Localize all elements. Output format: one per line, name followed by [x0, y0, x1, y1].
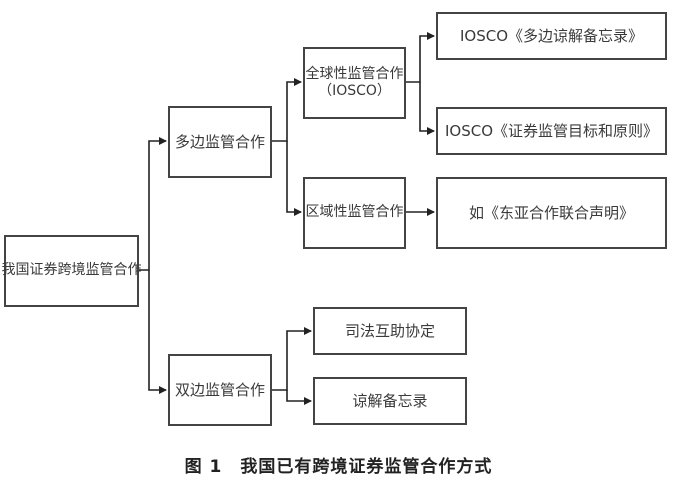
node-bilateral-label: 双边监管合作 [174, 380, 265, 399]
node-judicial: 司法互助协定 [313, 307, 467, 355]
node-root: 我国证券跨境监管合作 [1, 235, 142, 307]
node-east-asia: 如《东亚合作联合声明》 [436, 177, 667, 249]
node-east-asia-label: 如《东亚合作联合声明》 [468, 203, 634, 222]
edge-multilateral-global [271, 78, 302, 142]
node-judicial-label: 司法互助协定 [344, 321, 435, 340]
edge-multilateral-regional [286, 141, 302, 216]
edge-root-multilateral [138, 137, 167, 271]
node-multilateral: 多边监管合作 [168, 106, 272, 178]
node-global-label-line2: （IOSCO） [318, 83, 391, 99]
node-root-label: 我国证券跨境监管合作 [1, 262, 142, 279]
edge-global-iosco-mmou [405, 32, 435, 83]
figure-caption: 图 1 我国已有跨境证券监管合作方式 [0, 452, 677, 477]
node-iosco-mmou-label: IOSCO《多边谅解备忘录》 [459, 26, 644, 45]
edge-bilateral-judicial [271, 327, 312, 391]
edge-bilateral-mou [286, 390, 312, 405]
figure-number: 图 1 [184, 457, 223, 477]
node-regional: 区域性监管合作 [303, 177, 406, 249]
node-mou-label: 谅解备忘录 [352, 391, 428, 410]
figure-title: 我国已有跨境证券监管合作方式 [240, 457, 493, 477]
edge-global-iosco-principles [419, 82, 435, 135]
node-iosco-mmou: IOSCO《多边谅解备忘录》 [436, 12, 667, 60]
node-global-label-line1: 全球性监管合作 [305, 65, 404, 82]
node-regional-label: 区域性监管合作 [305, 204, 404, 221]
node-mou: 谅解备忘录 [313, 377, 467, 425]
node-multilateral-label: 多边监管合作 [174, 132, 265, 151]
node-iosco-principles-label: IOSCO《证券监管目标和原则》 [444, 121, 659, 140]
node-bilateral: 双边监管合作 [168, 354, 272, 426]
node-global: 全球性监管合作 （IOSCO） [303, 47, 406, 119]
edge-root-bilateral [148, 270, 167, 394]
node-iosco-principles: IOSCO《证券监管目标和原则》 [436, 107, 667, 155]
